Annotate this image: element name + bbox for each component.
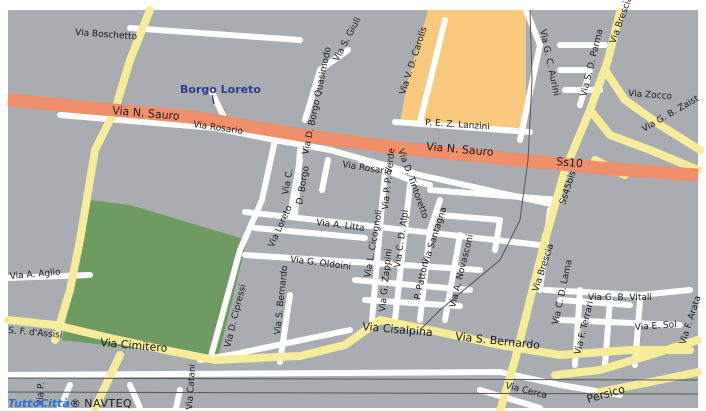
street-label: Via Catani xyxy=(185,364,198,410)
street-label: Via G. B. Vitali xyxy=(588,293,652,303)
street-label: S. F. d'Assisi xyxy=(8,326,63,341)
highway-ss10 xyxy=(7,93,699,182)
place-label: Borgo Loreto xyxy=(180,83,261,96)
street-label: Via Cisalpina xyxy=(362,320,433,339)
street-label: Via E. Sol xyxy=(635,320,678,333)
registered-mark: ® xyxy=(69,397,81,410)
tuttocitta-logo: TuttoCittà xyxy=(8,397,70,410)
park-area xyxy=(62,200,247,358)
street-label: Via P. xyxy=(36,382,47,406)
street-label: P. E. Z. Lanzini xyxy=(425,118,490,132)
street-label: Via C. xyxy=(281,168,295,195)
street-label: Via N. Sauro xyxy=(426,140,495,159)
street-label: Via Boschetto xyxy=(75,28,138,42)
street-label: Via A. Aglio xyxy=(9,268,61,282)
street-label: Via N. Sauro xyxy=(112,104,181,123)
commercial-area xyxy=(400,10,526,134)
street-label: Via Zocco xyxy=(628,89,673,102)
rail-lines xyxy=(7,9,699,395)
map-credits: TuttoCittà® NAVTEQ xyxy=(8,397,132,410)
street-label: Via Cimitero xyxy=(100,336,168,355)
navteq-logo: NAVTEQ xyxy=(84,397,133,410)
place-pointer-icon xyxy=(211,94,215,105)
street-label: Ss10 xyxy=(556,155,584,170)
